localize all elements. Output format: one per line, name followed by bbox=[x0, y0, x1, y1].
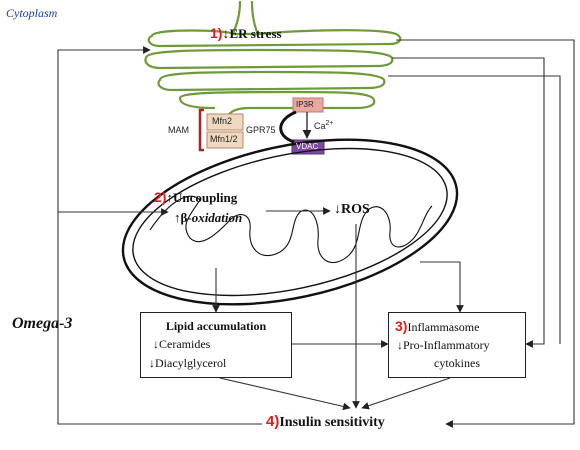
omega3-label: Omega-3 bbox=[12, 315, 73, 332]
lipid-box-title: Lipid accumulation bbox=[165, 319, 267, 333]
er-stress-text: ER stress bbox=[229, 26, 282, 41]
oxidation-text: oxidation bbox=[191, 210, 243, 225]
inflammasome-text: Inflammasome bbox=[407, 320, 480, 334]
ros-text: ROS bbox=[341, 202, 370, 217]
beta-oxidation-up-arrow-icon: ↑ bbox=[174, 210, 181, 225]
mfn2-tether bbox=[206, 113, 244, 131]
inflammasome-row: 3)Inflammasome bbox=[395, 319, 479, 333]
step-3-marker: 3) bbox=[395, 318, 408, 334]
step-1-marker: 1) bbox=[210, 25, 223, 41]
uncoupling-up-arrow-icon: ↑ bbox=[166, 190, 173, 205]
insulin-sensitivity-label: 4)Insulin sensitivity bbox=[266, 414, 385, 430]
lipid-accumulation-box: Lipid accumulation ↓Ceramides ↓Diacylgly… bbox=[140, 312, 292, 378]
ip3r-label: IP3R bbox=[296, 100, 314, 109]
mitochondrion bbox=[121, 138, 459, 306]
insulin-sensitivity-text: Insulin sensitivity bbox=[279, 415, 385, 430]
mam-bracket bbox=[198, 108, 204, 152]
calcium-charge: 2+ bbox=[325, 120, 334, 127]
diacylglycerol-down-arrow-icon: ↓ bbox=[149, 356, 155, 370]
pro-inflammatory-down-arrow-icon: ↓ bbox=[397, 338, 403, 352]
ros-down-arrow-icon: ↓ bbox=[334, 202, 341, 217]
vdac-label: VDAC bbox=[296, 142, 319, 151]
gpr75-label: GPR75 bbox=[246, 125, 276, 135]
calcium-symbol: Ca bbox=[314, 121, 326, 131]
er-stress-label: 1)↓ER stress bbox=[210, 26, 282, 42]
pro-inflammatory-row: ↓Pro-Inflammatory bbox=[397, 339, 490, 351]
er-stress-down-arrow-icon: ↓ bbox=[222, 27, 230, 42]
mfn12-tether bbox=[206, 131, 244, 149]
er-membrane bbox=[144, 0, 402, 118]
calcium-label: Ca2+ bbox=[314, 120, 334, 131]
cytokines-text: cytokines bbox=[434, 356, 480, 370]
ceramides-text: Ceramides bbox=[159, 337, 211, 351]
flow-arrows bbox=[57, 39, 575, 428]
mfn2-label: Mfn2 bbox=[212, 116, 233, 126]
cytoplasm-label: Cytoplasm bbox=[6, 6, 58, 20]
pro-inflammatory-text: Pro-Inflammatory bbox=[403, 338, 490, 352]
gpr75-link bbox=[279, 110, 297, 144]
step-4-marker: 4) bbox=[266, 413, 280, 430]
diacylglycerol-row: ↓Diacylglycerol bbox=[149, 357, 226, 369]
uncoupling-label: 2)↑Uncoupling bbox=[154, 190, 237, 206]
diacylglycerol-text: Diacylglycerol bbox=[155, 356, 227, 370]
beta-prefix: β- bbox=[180, 210, 192, 225]
uncoupling-text: Uncoupling bbox=[172, 190, 238, 205]
inflammasome-box: 3)Inflammasome ↓Pro-Inflammatory cytokin… bbox=[388, 312, 526, 378]
beta-oxidation-label: ↑β-oxidation bbox=[174, 210, 242, 226]
ceramides-row: ↓Ceramides bbox=[153, 338, 210, 350]
ceramides-down-arrow-icon: ↓ bbox=[153, 337, 159, 351]
step-2-marker: 2) bbox=[154, 189, 167, 205]
ip3r-channel bbox=[292, 97, 324, 113]
mam-label: MAM bbox=[168, 125, 189, 135]
ros-label: ↓ROS bbox=[334, 203, 370, 217]
mfn12-label: Mfn1/2 bbox=[210, 134, 238, 144]
